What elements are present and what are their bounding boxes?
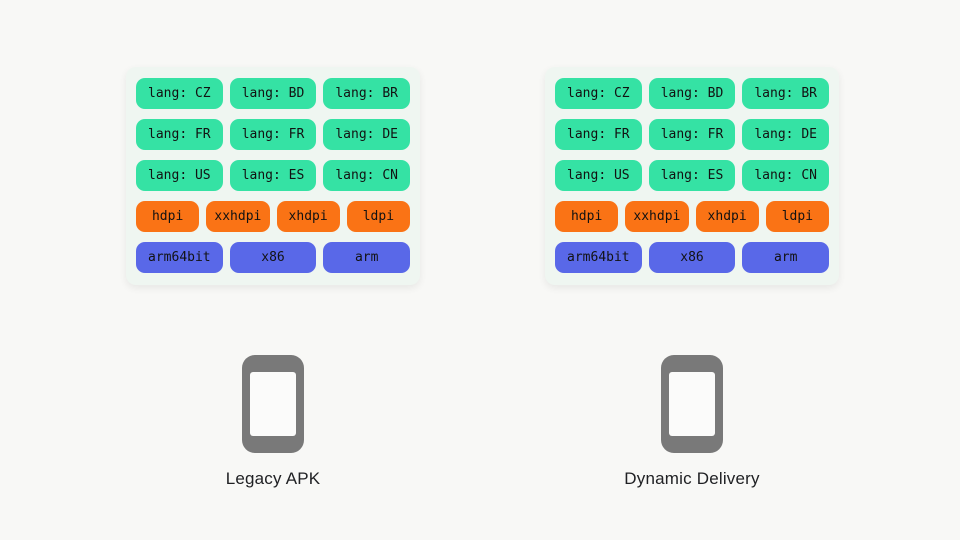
smartphone-icon (242, 355, 304, 453)
abi-chip: arm64bit (136, 242, 223, 273)
lang-chip: lang: BD (229, 78, 317, 109)
abi-chip: arm (742, 242, 830, 273)
lang-chip: lang: CZ (555, 78, 642, 109)
density-chip: xhdpi (276, 201, 340, 232)
lang-chip: lang: CN (323, 160, 411, 191)
lang-chip: lang: CZ (136, 78, 223, 109)
lang-chip: lang: DE (323, 119, 411, 150)
abi-chip: x86 (648, 242, 736, 273)
abi-chip: arm (323, 242, 411, 273)
lang-chip: lang: US (136, 160, 223, 191)
lang-chip: lang: CN (742, 160, 830, 191)
lang-chip: lang: FR (555, 119, 642, 150)
lang-chip: lang: FR (648, 119, 736, 150)
density-chip: ldpi (346, 201, 410, 232)
lang-chip: lang: BR (323, 78, 411, 109)
lang-chip: lang: FR (136, 119, 223, 150)
abi-chip: x86 (229, 242, 317, 273)
lang-chip: lang: US (555, 160, 642, 191)
abi-chip: arm64bit (555, 242, 642, 273)
lang-chip: lang: DE (742, 119, 830, 150)
smartphone-screen (669, 372, 715, 436)
legacy-apk-label: Legacy APK (225, 469, 321, 488)
density-chip: xxhdpi (206, 201, 270, 232)
density-chip: hdpi (555, 201, 619, 232)
density-chip: hdpi (136, 201, 200, 232)
lang-chip: lang: BR (742, 78, 830, 109)
lang-chip: lang: ES (648, 160, 736, 191)
density-chip: xhdpi (695, 201, 759, 232)
density-chip: xxhdpi (625, 201, 689, 232)
smartphone-icon (661, 355, 723, 453)
density-chip: ldpi (765, 201, 829, 232)
lang-chip: lang: BD (648, 78, 736, 109)
smartphone-screen (250, 372, 296, 436)
lang-chip: lang: ES (229, 160, 317, 191)
lang-chip: lang: FR (229, 119, 317, 150)
dynamic-delivery-label: Dynamic Delivery (624, 469, 760, 488)
